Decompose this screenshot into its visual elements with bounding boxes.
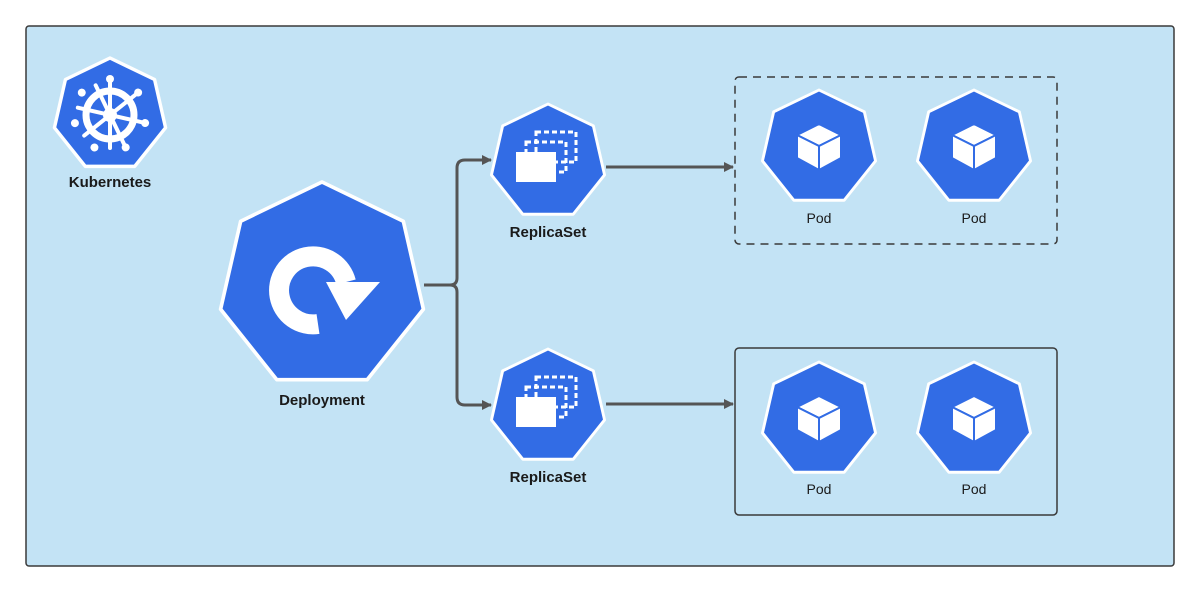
pod-node: Pod — [917, 362, 1030, 497]
stacked-boxes-icon — [516, 130, 578, 182]
deployment-label: Deployment — [279, 392, 365, 409]
replicaset-label-1: ReplicaSet — [510, 224, 587, 241]
helm-wheel-icon — [70, 75, 150, 152]
pod-label: Pod — [807, 481, 832, 497]
pod-group-solid — [734, 347, 1058, 516]
diagram-background — [25, 25, 1175, 567]
deployment-node: Deployment — [221, 182, 424, 409]
cube-icon — [796, 123, 842, 171]
pod-group-dashed — [734, 76, 1058, 245]
replicaset-node-1: ReplicaSet — [491, 104, 604, 241]
rotate-arrow-icon — [269, 246, 380, 335]
pod-label: Pod — [962, 481, 987, 497]
pod-label: Pod — [962, 210, 987, 226]
cube-icon — [951, 123, 997, 171]
connector-deployment-replicaset-2 — [424, 283, 492, 410]
connectors — [424, 155, 734, 410]
kubernetes-label: Kubernetes — [69, 174, 152, 191]
cube-icon — [951, 395, 997, 443]
pod-node: Pod — [917, 90, 1030, 226]
pod-node: Pod — [762, 362, 875, 497]
replicaset-label-2: ReplicaSet — [510, 469, 587, 486]
stacked-boxes-icon — [516, 375, 578, 427]
kubernetes-logo: Kubernetes — [54, 58, 165, 191]
replicaset-node-2: ReplicaSet — [491, 349, 604, 486]
pod-label: Pod — [807, 210, 832, 226]
pod-node: Pod — [762, 90, 875, 226]
cube-icon — [796, 395, 842, 443]
